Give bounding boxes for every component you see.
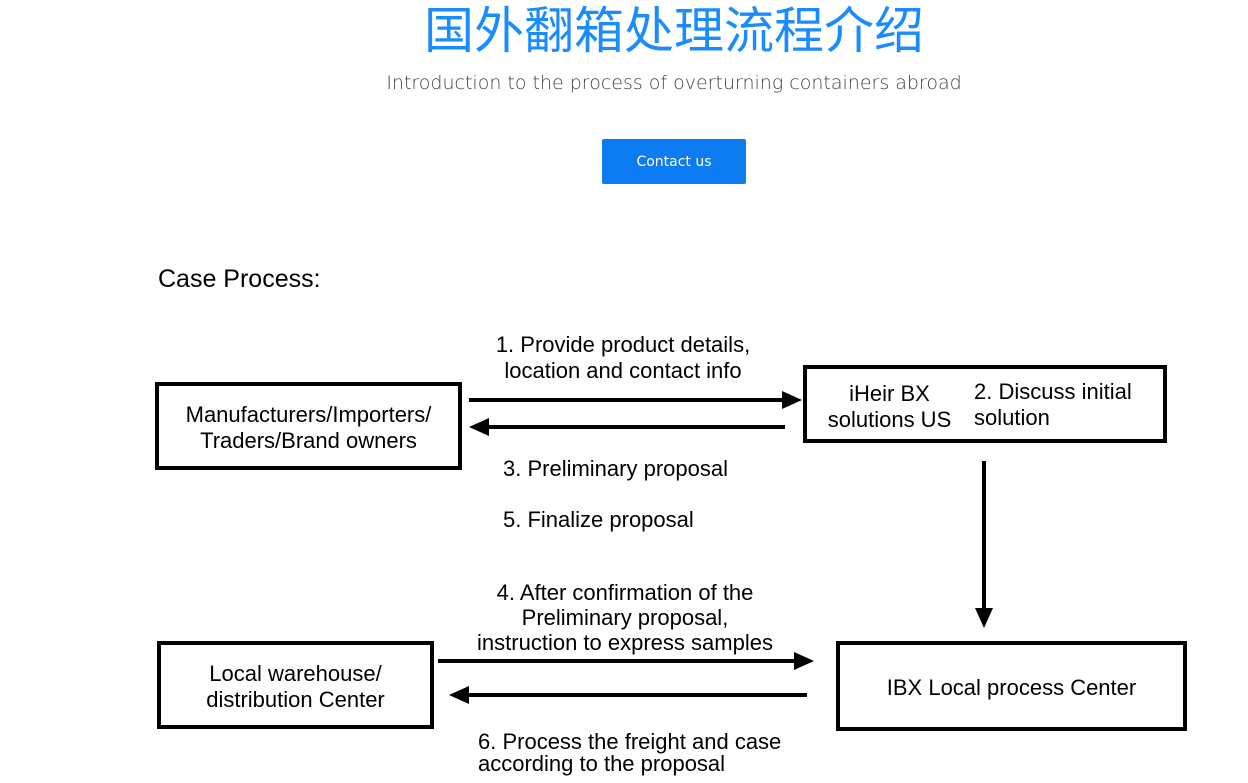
step1-label-line1: 1. Provide product details, [495, 332, 751, 357]
arrow-down-to-ibx [975, 461, 993, 628]
ibx-center-box-label: IBX Local process Center [886, 675, 1137, 700]
discuss-solution-line1: 2. Discuss initial [974, 379, 1132, 404]
page-title: 国外翻箱处理流程介绍 [424, 2, 924, 60]
contact-us-button[interactable]: Contact us [602, 139, 746, 184]
step4-label-line3: instruction to express samples [477, 630, 773, 655]
step3-label: 3. Preliminary proposal [503, 456, 728, 481]
iheir-box-line1: iHeir BX [849, 381, 930, 406]
manufacturers-box-line2: Traders/Brand owners [200, 428, 417, 453]
step1-label-line2: location and contact info [504, 358, 742, 383]
step4-label-line1: 4. After confirmation of the [496, 580, 754, 605]
discuss-solution-line2: solution [974, 405, 1050, 430]
manufacturers-box: Manufacturers/Importers/ Traders/Brand o… [155, 382, 462, 470]
arrow-to-iheir [469, 391, 802, 409]
arrow-to-warehouse [449, 686, 807, 704]
manufacturers-box-line1: Manufacturers/Importers/ [185, 402, 432, 427]
iheir-box-line2: solutions US [827, 407, 952, 432]
case-process-label: Case Process: [158, 265, 321, 293]
page-subtitle: Introduction to the process of overturni… [386, 72, 962, 94]
step5-label: 5. Finalize proposal [503, 507, 694, 532]
warehouse-box: Local warehouse/ distribution Center [157, 641, 434, 729]
warehouse-box-line2: distribution Center [206, 687, 385, 712]
warehouse-box-line1: Local warehouse/ [209, 661, 382, 686]
step6-label-line2: according to the proposal [478, 751, 726, 776]
step6-label-line1: 6. Process the freight and case [478, 729, 782, 754]
ibx-center-box: IBX Local process Center [836, 641, 1187, 731]
iheir-box: iHeir BX solutions US 2. Discuss initial… [803, 365, 1167, 443]
step4-label-line2: Preliminary proposal, [521, 605, 729, 630]
arrow-to-manufacturers [469, 418, 785, 436]
arrow-to-ibx [438, 652, 814, 670]
